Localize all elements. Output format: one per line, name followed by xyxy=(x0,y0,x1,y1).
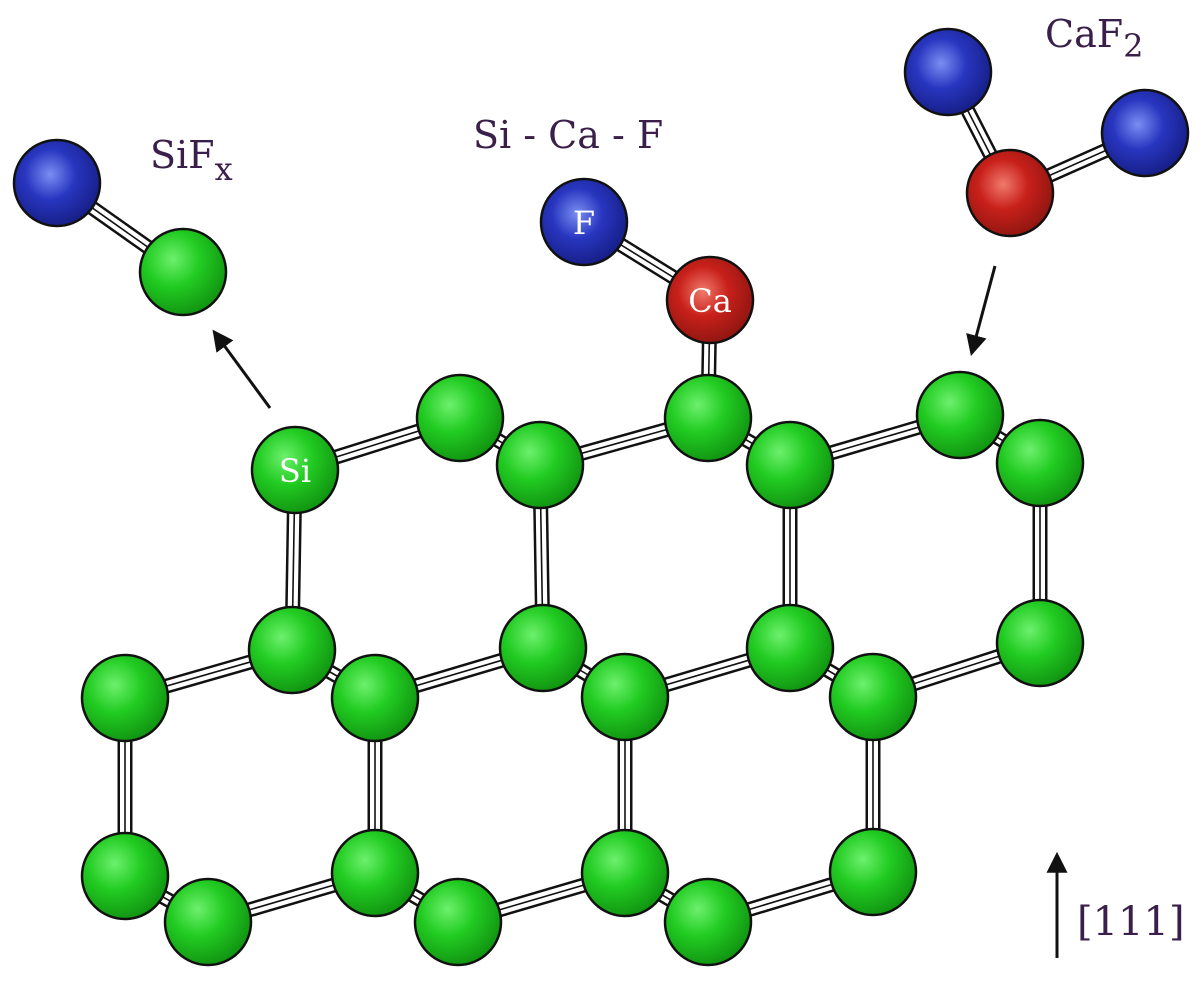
desorption-arrow xyxy=(212,329,272,409)
fluorine-atom-cf_f1 xyxy=(903,27,993,117)
silicon-atom-d2 xyxy=(330,828,420,918)
fluorine-atom-cf_f2 xyxy=(1100,88,1190,178)
silicon-atom-a1 xyxy=(415,373,505,463)
sicaf-label: Si - Ca - F xyxy=(473,113,663,157)
caf2-label-sub: 2 xyxy=(1123,27,1143,65)
sifx-label-sub: x xyxy=(215,150,233,188)
silicon-atom-b6 xyxy=(995,598,1085,688)
silicon-atom-d1 xyxy=(163,877,253,967)
caf2-label-main: CaF xyxy=(1045,12,1123,56)
silicon-atom-b2 xyxy=(330,653,420,743)
silicon-atom-a5 xyxy=(915,370,1005,460)
silicon-atom-b7 xyxy=(828,652,918,742)
silicon-atom-b4 xyxy=(580,652,670,742)
silicon-atom-d0 xyxy=(80,831,170,921)
silicon-atom-d6 xyxy=(828,827,918,917)
fluorine-atom-sx_f xyxy=(12,138,102,228)
silicon-atom-d3 xyxy=(413,877,503,967)
silicon-atom-a4 xyxy=(745,420,835,510)
adsorption-arrow xyxy=(966,265,997,357)
silicon-atom-sx_si xyxy=(138,227,228,317)
f-atom-label: F xyxy=(573,204,595,242)
silicon-atom-d4 xyxy=(580,828,670,918)
caf2-label: CaF2 xyxy=(1045,12,1143,65)
silicon-atom-a2 xyxy=(495,420,585,510)
calcium-atom-cf_ca xyxy=(965,148,1055,238)
sifx-label-main: SiF xyxy=(150,133,215,177)
silicon-atom-b1 xyxy=(247,605,337,695)
sifx-label: SiFx xyxy=(150,133,233,188)
silicon-atom-a6 xyxy=(995,418,1085,508)
direction-label: [111] xyxy=(1077,899,1185,945)
ca-atom-label: Ca xyxy=(688,282,732,320)
silicon-atom-b5 xyxy=(745,603,835,693)
calcium-atom-scf_ca: Ca xyxy=(665,255,755,345)
fluorine-atom-scf_f: F xyxy=(539,177,629,267)
silicon-atom-d5 xyxy=(663,877,753,967)
silicon-atom-b3 xyxy=(498,603,588,693)
silicon-atom-c0 xyxy=(80,653,170,743)
si-atom-label: Si xyxy=(279,452,311,490)
silicon-atom-si0: Si xyxy=(250,425,340,515)
silicon-atom-a3 xyxy=(663,373,753,463)
